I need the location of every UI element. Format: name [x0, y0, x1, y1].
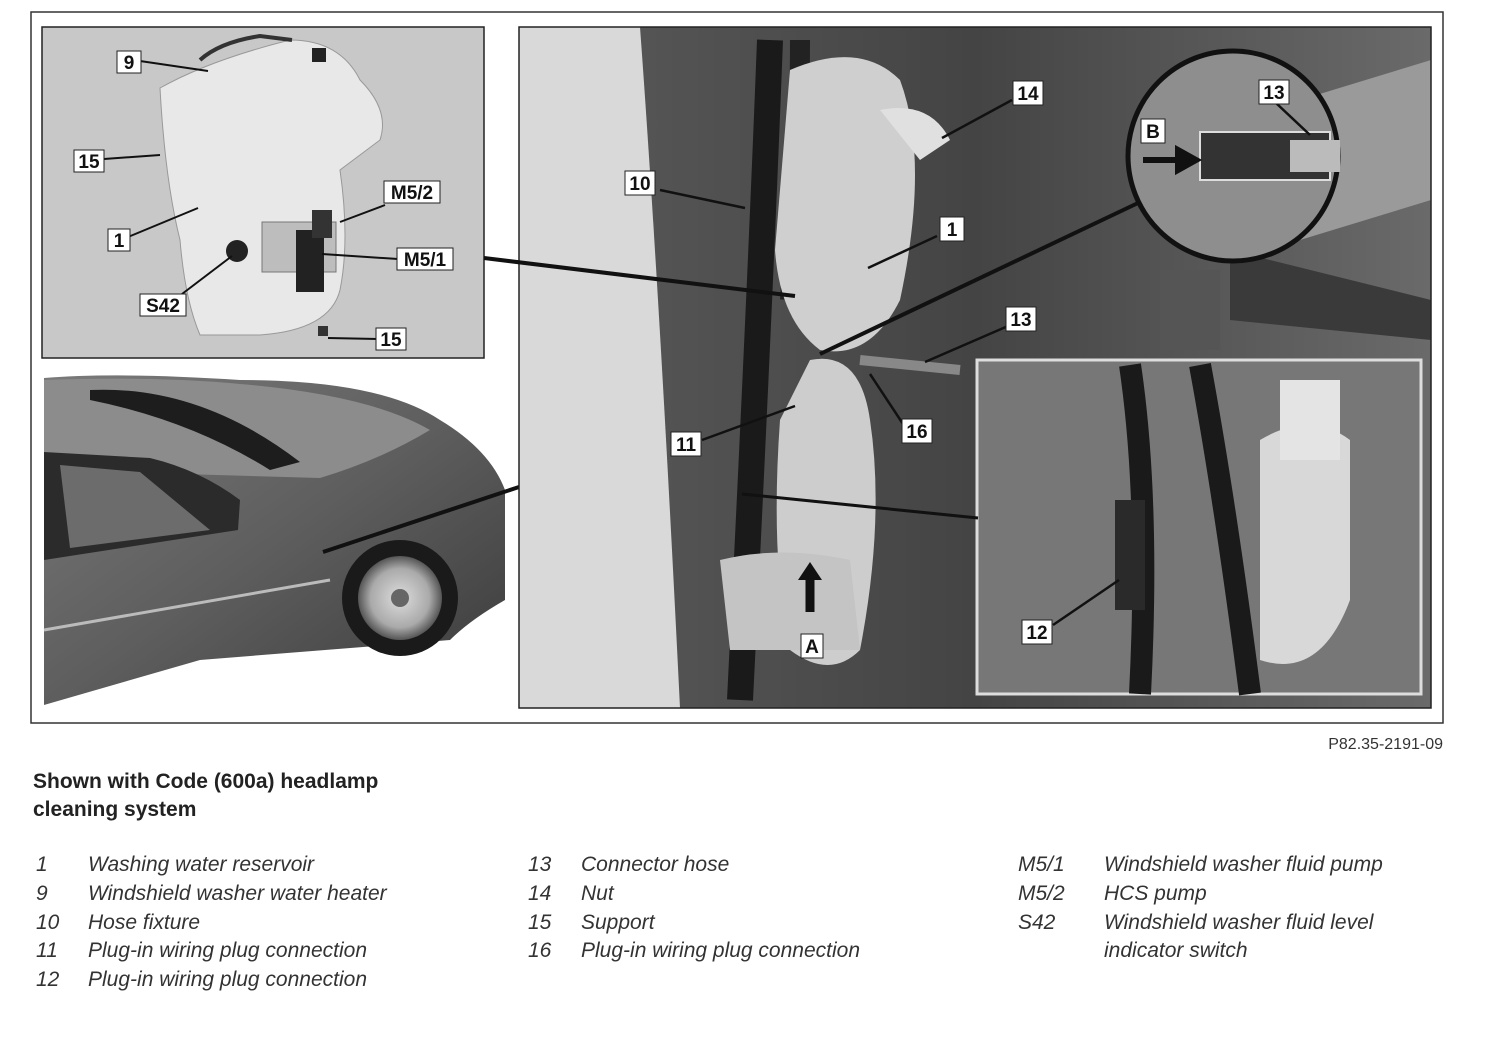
engine-bay-photo	[519, 27, 1431, 708]
callout-b: B	[1140, 118, 1166, 144]
legend-description: Washing water reservoir	[88, 853, 315, 876]
legend-number: 12	[36, 968, 60, 992]
legend-item: 10 Hose fixture	[36, 909, 387, 938]
svg-text:14: 14	[1017, 84, 1039, 105]
reservoir-inset	[41, 26, 485, 359]
legend-number: 1	[36, 853, 48, 876]
legend-description: Plug-in wiring plug connection	[88, 939, 367, 963]
legend-description: Windshield washer water heater	[88, 881, 387, 905]
callout-14: 14	[1012, 80, 1044, 106]
callout-m5-2: M5/2	[383, 180, 441, 204]
legend-number: M5/2	[1018, 881, 1065, 905]
legend-description: Plug-in wiring plug connection	[581, 939, 860, 963]
callout-1: 1	[939, 216, 965, 242]
inset-connector-line	[483, 256, 796, 298]
legend-item: 16 Plug-in wiring plug connection	[528, 937, 860, 966]
legend-number: S42	[1018, 910, 1056, 934]
svg-text:12: 12	[1026, 623, 1047, 644]
legend-item: M5/1 Windshield washer fluid pump	[1018, 851, 1434, 880]
figure-illustration: 9 15 1 M5/2 M5/1 S42 15 10 14 13 B 1 13 …	[30, 11, 1444, 724]
legend-item: 12 Plug-in wiring plug connection	[36, 966, 387, 995]
legend-item: S42 Windshield washer fluid level indicat…	[1018, 909, 1434, 967]
svg-text:B: B	[1146, 122, 1160, 143]
svg-text:1: 1	[114, 231, 125, 252]
legend-description: HCS pump	[1104, 881, 1207, 905]
legend-number: 9	[36, 881, 48, 905]
svg-text:9: 9	[124, 53, 135, 74]
legend-column-3: M5/1 Windshield washer fluid pump M5/2 HCS…	[1018, 851, 1434, 966]
figure-caption: Shown with Code (600a) headlamp cleaning…	[33, 770, 379, 821]
svg-text:S42: S42	[146, 296, 180, 317]
callout-15: 15	[73, 149, 105, 173]
callout-m5-1: M5/1	[396, 247, 454, 271]
svg-text:M5/2: M5/2	[391, 183, 433, 204]
callout-9: 9	[116, 50, 142, 74]
callout-s42: S42	[139, 293, 187, 317]
svg-text:13: 13	[1263, 83, 1284, 104]
legend-item: 11 Plug-in wiring plug connection	[36, 937, 387, 966]
legend-column-1: 1 Washing water reservoir 9 Windshield was…	[36, 851, 387, 995]
callout-10: 10	[624, 170, 656, 196]
legend-number: 14	[528, 881, 552, 905]
callout-16: 16	[901, 418, 933, 444]
legend-item: 1 Washing water reservoir	[36, 851, 387, 880]
svg-text:11: 11	[676, 435, 697, 456]
legend-description: Windshield washer fluid pump	[1104, 853, 1383, 876]
svg-text:13: 13	[1010, 310, 1031, 331]
legend-item: 14 Nut	[528, 880, 860, 909]
svg-text:15: 15	[78, 152, 100, 173]
legend-number: 15	[528, 910, 552, 934]
legend-description: Windshield washer fluid level indicator …	[1104, 910, 1374, 963]
callout-15: 15	[375, 327, 407, 351]
callout-13: 13	[1005, 306, 1037, 332]
callout-12: 12	[1021, 619, 1053, 645]
legend-item: 15 Support	[528, 909, 860, 938]
legend-number: M5/1	[1018, 853, 1065, 876]
callout-a: A	[800, 633, 824, 659]
legend-description: Hose fixture	[88, 910, 201, 934]
svg-text:10: 10	[629, 174, 650, 195]
legend-column-2: 13 Connector hose 14 Nut 15 Support 16 Plug-…	[528, 851, 860, 966]
legend-item: M5/2 HCS pump	[1018, 880, 1434, 909]
legend-description: Nut	[581, 881, 614, 905]
callout-13: 13	[1258, 79, 1290, 105]
figure-reference-code: P82.35-2191-09	[1328, 736, 1443, 753]
legend-item: 9 Windshield washer water heater	[36, 880, 387, 909]
svg-text:A: A	[805, 637, 819, 658]
legend-description: Support	[581, 910, 655, 934]
legend-number: 16	[528, 939, 552, 963]
legend-number: 11	[36, 939, 58, 963]
callout-1: 1	[107, 228, 131, 252]
svg-text:M5/1: M5/1	[404, 250, 447, 271]
legend-number: 10	[36, 910, 60, 934]
legend-description: Connector hose	[581, 853, 730, 876]
legend-number: 13	[528, 853, 552, 876]
legend-description: Plug-in wiring plug connection	[88, 968, 367, 992]
svg-text:15: 15	[380, 330, 402, 351]
car-illustration	[43, 375, 520, 705]
legend-item: 13 Connector hose	[528, 851, 860, 880]
svg-text:16: 16	[906, 422, 927, 443]
callout-11: 11	[670, 431, 702, 457]
svg-text:1: 1	[947, 220, 958, 241]
